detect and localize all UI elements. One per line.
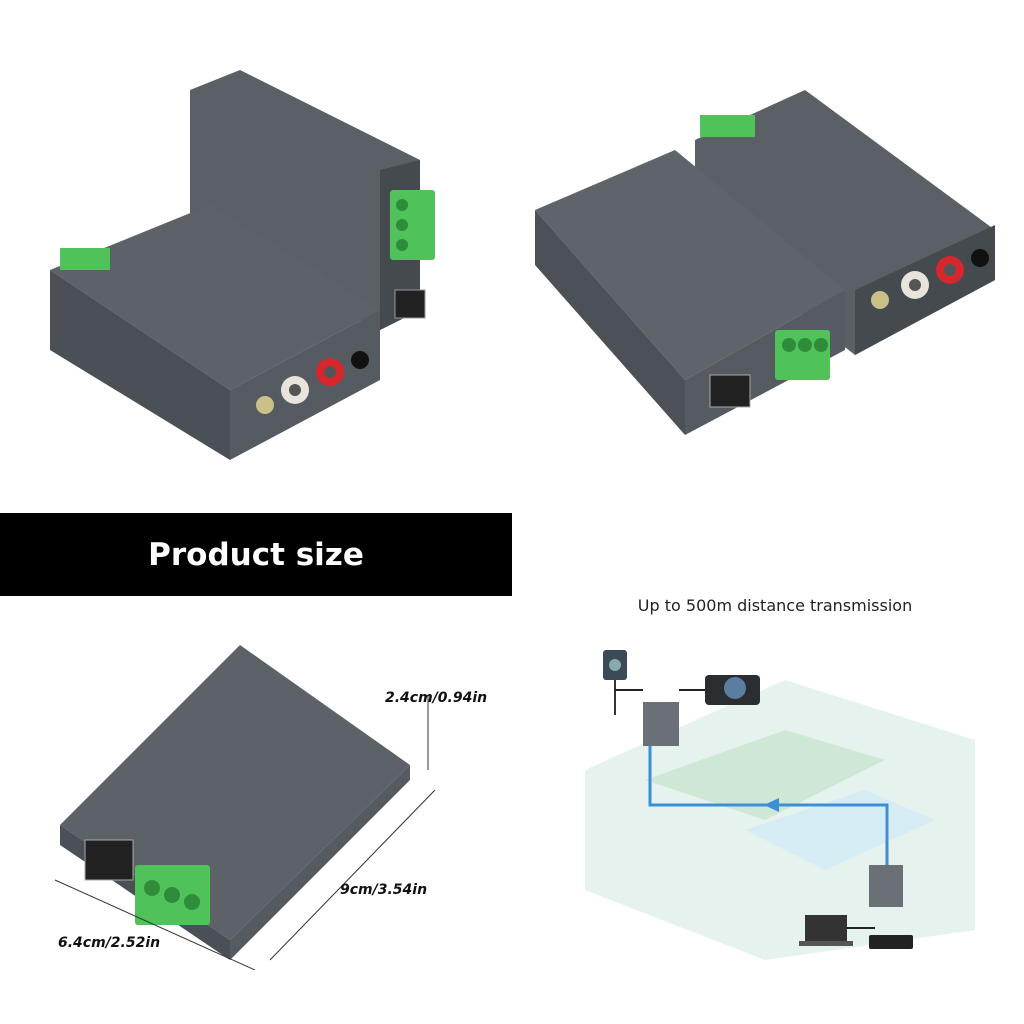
rj45-port-icon — [709, 374, 751, 408]
transmission-diagram — [585, 630, 975, 960]
product-photo-stacked — [40, 60, 470, 470]
dimension-height: 2.4cm/0.94in — [385, 690, 488, 706]
arrow-icon — [764, 798, 779, 812]
dimension-width: 6.4cm/2.52in — [58, 935, 161, 951]
product-photo-side-by-side — [525, 80, 1015, 450]
product-size-banner: Product size — [0, 513, 512, 596]
rj45-port-icon — [84, 839, 134, 881]
terminal-block-icon — [60, 248, 110, 270]
player-icon — [869, 935, 913, 949]
rj45-port-icon — [394, 289, 426, 319]
transmission-title: Up to 500m distance transmission — [637, 596, 913, 615]
terminal-block-icon — [775, 330, 830, 380]
extender-top-icon — [643, 702, 679, 746]
aux-jack-icon — [871, 291, 889, 309]
banner-title: Product size — [148, 536, 364, 573]
dimension-length: 9cm/3.54in — [340, 882, 428, 898]
terminal-block-icon — [700, 115, 755, 137]
product-dimension-view — [40, 640, 440, 970]
extender-bottom-icon — [869, 865, 903, 907]
laptop-icon — [805, 915, 847, 941]
aux-jack-icon — [256, 396, 274, 414]
